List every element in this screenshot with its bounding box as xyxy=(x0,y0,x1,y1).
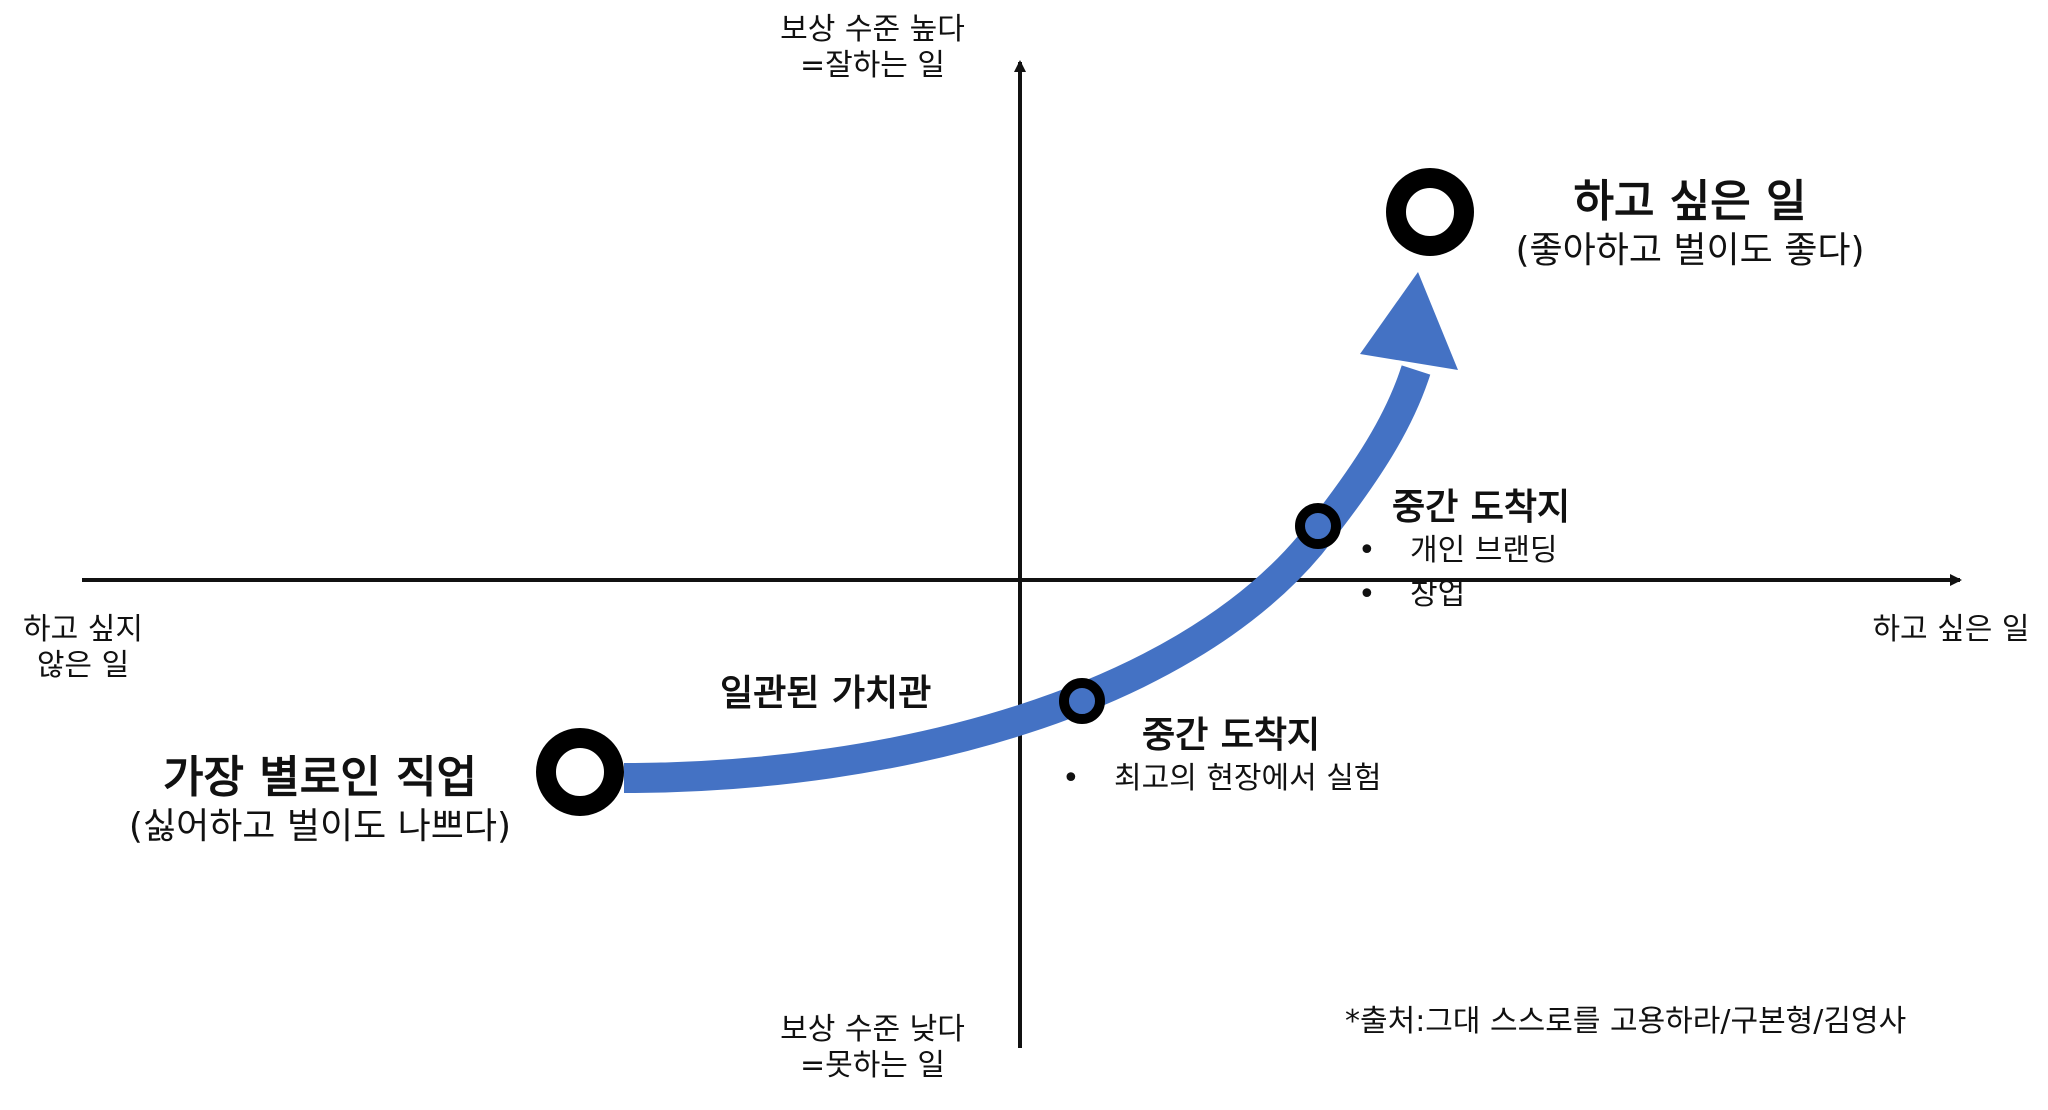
axis-label-right: 하고 싶은 일 xyxy=(1856,612,2046,648)
path-label: 일관된 가치관 xyxy=(720,673,932,714)
source-citation: *출처:그대 스스로를 고용하라/구본형/김영사 xyxy=(1345,1004,1907,1039)
desired-job-label: 하고 싶은 일 (좋아하고 벌이도 좋다) xyxy=(1480,176,1900,272)
midpoint-upper-bullet: 창업 xyxy=(1358,573,1570,617)
progress-arrow-path xyxy=(623,365,1431,793)
axis-label-bottom-line2: =못하는 일 xyxy=(799,1048,946,1083)
midpoint-lower-title: 중간 도착지 xyxy=(1142,715,1321,756)
worst-job-subtitle: (싫어하고 벌이도 나쁘다) xyxy=(128,805,512,847)
desired-job-title: 하고 싶은 일 xyxy=(1573,176,1807,227)
midpoint-lower-bullets: 최고의 현장에서 실험 xyxy=(1062,757,1381,801)
marker-midpoint-upper xyxy=(1295,503,1341,549)
midpoint-lower-bullet: 최고의 현장에서 실험 xyxy=(1062,757,1381,801)
worst-job-title: 가장 별로인 직업 xyxy=(163,752,477,803)
desired-job-subtitle: (좋아하고 벌이도 좋다) xyxy=(1515,229,1865,271)
marker-midpoint-lower xyxy=(1059,678,1105,724)
axis-label-left-line2: 않은 일 xyxy=(36,648,130,683)
midpoint-lower-label: 중간 도착지 최고의 현장에서 실험 xyxy=(1062,714,1381,801)
axis-label-top-line1: 보상 수준 높다 xyxy=(780,12,965,47)
axis-label-left: 하고 싶지 않은 일 xyxy=(8,612,158,684)
midpoint-upper-bullet: 개인 브랜딩 xyxy=(1358,529,1570,573)
midpoint-upper-label: 중간 도착지 개인 브랜딩 창업 xyxy=(1358,486,1570,616)
axis-label-bottom: 보상 수준 낮다 =못하는 일 xyxy=(740,1012,1005,1084)
axis-label-top: 보상 수준 높다 =잘하는 일 xyxy=(740,12,1005,84)
axis-label-left-line1: 하고 싶지 xyxy=(23,612,143,647)
axis-label-top-line2: =잘하는 일 xyxy=(799,48,946,83)
midpoint-upper-title: 중간 도착지 xyxy=(1392,487,1571,528)
marker-worst-job xyxy=(536,728,624,816)
axis-label-right-line1: 하고 싶은 일 xyxy=(1872,612,2030,647)
worst-job-label: 가장 별로인 직업 (싫어하고 벌이도 나쁘다) xyxy=(100,752,540,848)
midpoint-upper-bullets: 개인 브랜딩 창업 xyxy=(1358,529,1570,616)
progress-arrow-head xyxy=(1360,272,1458,370)
axis-label-bottom-line1: 보상 수준 낮다 xyxy=(780,1012,965,1047)
marker-desired-job xyxy=(1386,168,1474,256)
